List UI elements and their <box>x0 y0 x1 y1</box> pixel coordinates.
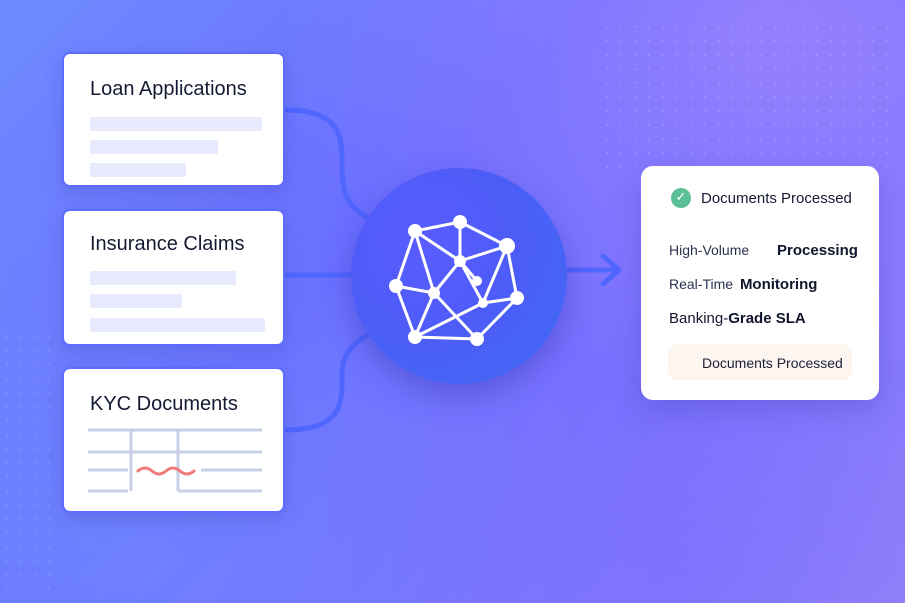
text-placeholder-bar <box>90 117 262 131</box>
feature-value: Monitoring <box>739 276 818 293</box>
dot-pattern-left <box>0 330 60 590</box>
feature-label: Banking- <box>669 310 729 327</box>
text-placeholder-bar <box>90 271 236 285</box>
connector-loan <box>282 107 375 223</box>
text-placeholder-bar <box>90 294 182 308</box>
text-placeholder-bar <box>90 140 218 154</box>
feature-real-time: Real-Time Monitoring <box>669 276 817 293</box>
result-card[interactable]: ✓ Documents Processed High-Volume Proces… <box>641 166 879 400</box>
feature-high-volume: High-Volume Processing <box>669 242 858 259</box>
card-insurance-claims[interactable]: Insurance Claims <box>62 209 285 346</box>
card-title: KYC Documents <box>90 393 238 415</box>
status-badge-label: Documents Processed <box>702 355 843 371</box>
processing-hub <box>351 168 567 384</box>
check-circle-icon: ✓ <box>671 188 691 208</box>
table-illustration <box>88 428 262 493</box>
feature-label: High-Volume <box>669 242 750 258</box>
feature-value: Grade SLA <box>728 310 806 327</box>
text-placeholder-bar <box>90 163 186 177</box>
card-title: Loan Applications <box>90 78 247 100</box>
result-title: Documents Processed <box>701 190 852 207</box>
text-placeholder-bar <box>90 318 265 332</box>
card-title: Insurance Claims <box>90 233 245 255</box>
card-loan-applications[interactable]: Loan Applications <box>62 52 285 187</box>
squiggle-icon <box>136 466 196 476</box>
arrow-right-icon <box>565 253 622 287</box>
status-badge: Documents Processed <box>668 344 852 380</box>
dot-pattern-top-right <box>600 20 900 170</box>
feature-label: Real-Time <box>669 276 734 292</box>
network-graph-icon <box>389 215 524 346</box>
feature-value: Processing <box>777 242 858 259</box>
connector-kyc <box>282 330 375 433</box>
feature-banking-grade: Banking-Grade SLA <box>669 310 806 327</box>
card-kyc-documents[interactable]: KYC Documents <box>62 367 285 513</box>
